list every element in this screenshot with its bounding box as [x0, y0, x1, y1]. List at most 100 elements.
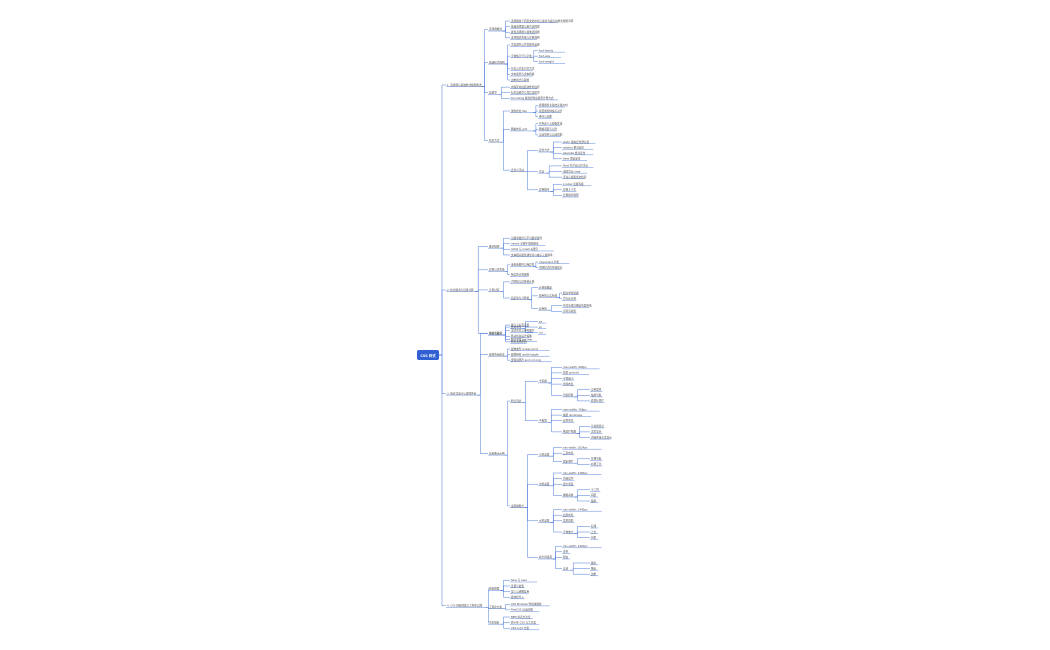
topic-node[interactable]: Sass 与 Less	[510, 578, 538, 583]
topic-node[interactable]: 内联样式优先级最高	[538, 265, 563, 270]
topic-node[interactable]: 浮动元素脱离文档流	[562, 175, 587, 179]
topic-node[interactable]: max-width: 768px	[562, 407, 600, 412]
topic-node[interactable]: 字体族字号与字重	[510, 54, 532, 58]
topic-node[interactable]: 相对单位转换	[562, 291, 579, 295]
topic-node[interactable]: 间距	[590, 493, 599, 498]
topic-node[interactable]: fixed 固定定位	[562, 157, 587, 161]
topic-node[interactable]: 布局完成后确定的最终值	[562, 304, 592, 308]
topic-node[interactable]: 布局方式	[488, 138, 501, 143]
topic-node[interactable]: 相对单位 em rem	[510, 338, 538, 342]
topic-node[interactable]: 断点选择原则	[510, 340, 527, 344]
topic-node[interactable]: 内容居中	[562, 476, 575, 481]
topic-node[interactable]: 文本装饰与文本转换	[510, 72, 535, 77]
topic-node[interactable]: 标题	[590, 524, 599, 529]
topic-node[interactable]: 图标	[590, 566, 599, 571]
topic-node[interactable]: 留白	[562, 555, 571, 560]
topic-node[interactable]: 实际渲染值	[562, 309, 577, 314]
topic-node[interactable]: font-family	[538, 48, 566, 53]
root-node[interactable]: CSS 样式	[417, 350, 439, 360]
topic-node[interactable]: 浮动	[538, 169, 547, 174]
topic-node[interactable]: 内容区内边距边框外边距	[510, 85, 540, 89]
topic-node[interactable]: 变量与嵌套	[510, 584, 525, 588]
topic-node[interactable]: 3. 响应式设计与媒体查询	[446, 391, 478, 396]
topic-node[interactable]: 属性选择器与伪类选择器	[510, 30, 540, 35]
topic-node[interactable]: 媒体类型 screen print	[510, 347, 550, 351]
topic-node[interactable]: 弹性布局 flex	[510, 109, 533, 113]
topic-node[interactable]: 字体缩小	[562, 376, 575, 381]
topic-node[interactable]: 单列布局	[562, 382, 575, 386]
topic-node[interactable]: 栅格系统	[562, 493, 575, 498]
topic-node[interactable]: min-width: 1280px	[562, 471, 602, 475]
topic-node[interactable]: 选择器概述	[488, 27, 503, 32]
topic-node[interactable]: 超大屏桌面	[538, 555, 553, 560]
topic-node[interactable]: 常用断点示例	[488, 451, 505, 456]
topic-node[interactable]: 定位方式	[538, 148, 551, 153]
topic-node[interactable]: 层叠顺序	[538, 188, 551, 192]
topic-node[interactable]: 导航折叠	[562, 393, 575, 398]
topic-node[interactable]: !important 声明	[538, 260, 570, 264]
topic-node[interactable]: 预处理器	[488, 587, 501, 591]
topic-node[interactable]: 行高与文本对齐方式	[510, 67, 535, 71]
topic-node[interactable]: 宽屏适配	[562, 519, 575, 523]
topic-node[interactable]: 桌面端断点	[510, 504, 525, 508]
topic-node[interactable]: 响应式设计	[488, 331, 503, 336]
topic-node[interactable]: 可继承属性与不可继承属性	[510, 236, 543, 240]
topic-node[interactable]: 网格间距与对齐	[538, 127, 558, 132]
topic-node[interactable]: 手机端	[538, 379, 549, 384]
topic-node[interactable]: 特异性计算规则	[510, 273, 530, 277]
topic-node[interactable]: 定位与浮动	[510, 168, 525, 172]
topic-node[interactable]: 项目属性伸缩与对齐	[538, 109, 563, 113]
topic-node[interactable]: font-weight	[538, 60, 566, 64]
topic-node[interactable]: 横屏 landscape	[562, 413, 592, 417]
topic-node[interactable]: 来源重要性与特异性	[510, 263, 535, 267]
topic-node[interactable]: 层叠与优先级	[488, 268, 505, 272]
topic-node[interactable]: 文本相关属性通常可以被子元素继承	[510, 253, 553, 257]
topic-node[interactable]: cm	[538, 331, 547, 335]
topic-node[interactable]: 正文	[590, 530, 599, 534]
topic-node[interactable]: 百分比计算	[562, 296, 577, 301]
topic-node[interactable]: 右侧工具	[590, 462, 603, 467]
topic-node[interactable]: 断点列表	[510, 399, 523, 403]
topic-node[interactable]: PostCSS 自动前缀	[510, 608, 540, 612]
topic-node[interactable]: 自动填充与自动适配	[538, 133, 563, 137]
topic-node[interactable]: 2. 样式继承与层叠计算	[446, 288, 476, 292]
topic-node[interactable]: 模块化导入	[510, 595, 525, 600]
topic-node[interactable]: 浮层显示	[590, 430, 603, 434]
topic-node[interactable]: 中屏桌面	[538, 482, 551, 487]
topic-node[interactable]: 文本颜色与背景颜色设置	[510, 43, 540, 47]
topic-node[interactable]: 字体放大	[562, 530, 575, 534]
topic-node[interactable]: pt	[538, 325, 547, 329]
topic-node[interactable]: 命名规范	[488, 620, 501, 625]
topic-node[interactable]: 固定侧栏	[562, 459, 575, 464]
topic-node[interactable]: 媒体查询语法	[488, 352, 505, 357]
topic-node[interactable]: 网格布局 grid	[510, 127, 533, 132]
topic-node[interactable]: 容器属性主轴交叉轴方向	[538, 103, 568, 108]
topic-node[interactable]: px	[538, 320, 547, 324]
topic-node[interactable]: 多列	[562, 550, 571, 554]
topic-node[interactable]: min-width: 1440px	[562, 507, 602, 512]
topic-node[interactable]: 逻辑运算符 and not only	[510, 358, 552, 363]
topic-node[interactable]: 计算值确定	[538, 285, 553, 290]
topic-node[interactable]: 使用值与实际值	[538, 294, 558, 298]
topic-node[interactable]: CSS Modules 作用域隔离	[510, 602, 550, 607]
topic-node[interactable]: 行列定义与模板区域	[538, 122, 563, 126]
topic-node[interactable]: 汉堡菜单	[590, 388, 603, 392]
topic-node[interactable]: 边框	[590, 572, 599, 577]
topic-node[interactable]: 1. 选择器与基础样式规则概述	[446, 83, 482, 87]
topic-node[interactable]: 原子化 CSS 与工具类	[510, 620, 540, 625]
topic-node[interactable]: 层叠上下文	[562, 188, 577, 192]
topic-node[interactable]: 视口元标签设置	[510, 323, 530, 327]
topic-node[interactable]: 底部标签栏	[590, 399, 605, 403]
topic-node[interactable]: 图片	[590, 561, 599, 565]
topic-node[interactable]: absolute 绝对定位	[562, 151, 594, 156]
topic-node[interactable]: 四列布局	[562, 513, 575, 518]
topic-node[interactable]: 继承规则	[488, 244, 501, 249]
topic-node[interactable]: 应用值	[538, 306, 549, 311]
topic-node[interactable]: 清除浮动 clear	[562, 169, 587, 174]
topic-node[interactable]: 层叠顺序规则	[562, 193, 579, 198]
topic-node[interactable]: min-width: 1024px	[562, 445, 602, 450]
topic-node[interactable]: max-width: 480px	[562, 365, 600, 370]
topic-node[interactable]: float 左浮动与右浮动	[562, 164, 594, 168]
topic-node[interactable]: 行距	[590, 535, 599, 540]
topic-node[interactable]: 平板端	[538, 419, 549, 423]
